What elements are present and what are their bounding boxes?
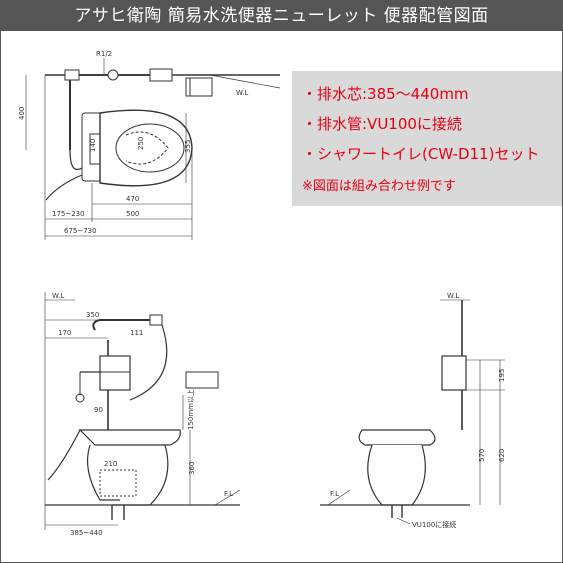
side-wall-label: W.L	[52, 292, 64, 300]
note-drain-pipe: ・排水管:VU100に接続	[302, 115, 462, 133]
side-dim-90: 90	[94, 406, 103, 414]
top-dim-355: 355	[184, 140, 192, 153]
side-dim-360: 360	[188, 462, 196, 475]
note-combination-example: ※図面は組み合わせ例です	[302, 179, 456, 194]
side-floor-label: F.L	[224, 490, 233, 498]
note-drain-center: ・排水芯:385～440mm	[302, 85, 469, 103]
spec-notes-box: ・排水芯:385～440mm ・排水管:VU100に接続 ・シャワートイレ(CW…	[292, 71, 562, 206]
top-dim-500: 500	[126, 210, 139, 218]
top-dim-175-230: 175~230	[52, 210, 85, 218]
top-dim-250: 250	[137, 137, 145, 150]
side-dim-350: 350	[86, 311, 99, 319]
page-title: アサヒ衛陶 簡易水洗便器ニューレット 便器配管図面	[1, 1, 562, 31]
note-shower-toilet-set: ・シャワートイレ(CW-D11)セット	[302, 145, 540, 163]
top-view: W.L R1/2 140 250 400 355 470	[18, 50, 281, 240]
front-dim-620: 620	[498, 449, 506, 462]
front-view: W.L F.L VU100に接続 195 570 620	[320, 292, 506, 529]
top-dim-675-730: 675~730	[64, 227, 97, 235]
front-dim-570: 570	[478, 449, 486, 462]
front-dim-195: 195	[498, 369, 506, 382]
front-drain-label: VU100に接続	[412, 520, 456, 529]
side-dim-210: 210	[104, 460, 117, 468]
top-thread-label: R1/2	[96, 50, 112, 58]
front-wall-label: W.L	[447, 292, 459, 300]
top-dim-140: 140	[89, 139, 97, 152]
side-dim-170: 170	[58, 329, 71, 337]
side-dim-385-440: 385~440	[70, 529, 103, 537]
side-dim-111: 111	[130, 329, 143, 337]
top-wall-label: W.L	[236, 89, 248, 97]
side-dim-150: 150mm以上	[186, 389, 195, 430]
front-floor-label: F.L	[330, 490, 339, 498]
top-dim-400: 400	[18, 107, 26, 120]
top-dim-470: 470	[126, 195, 139, 203]
side-view: W.L 350 170 111 90 150mm以上 210 3	[44, 292, 241, 537]
